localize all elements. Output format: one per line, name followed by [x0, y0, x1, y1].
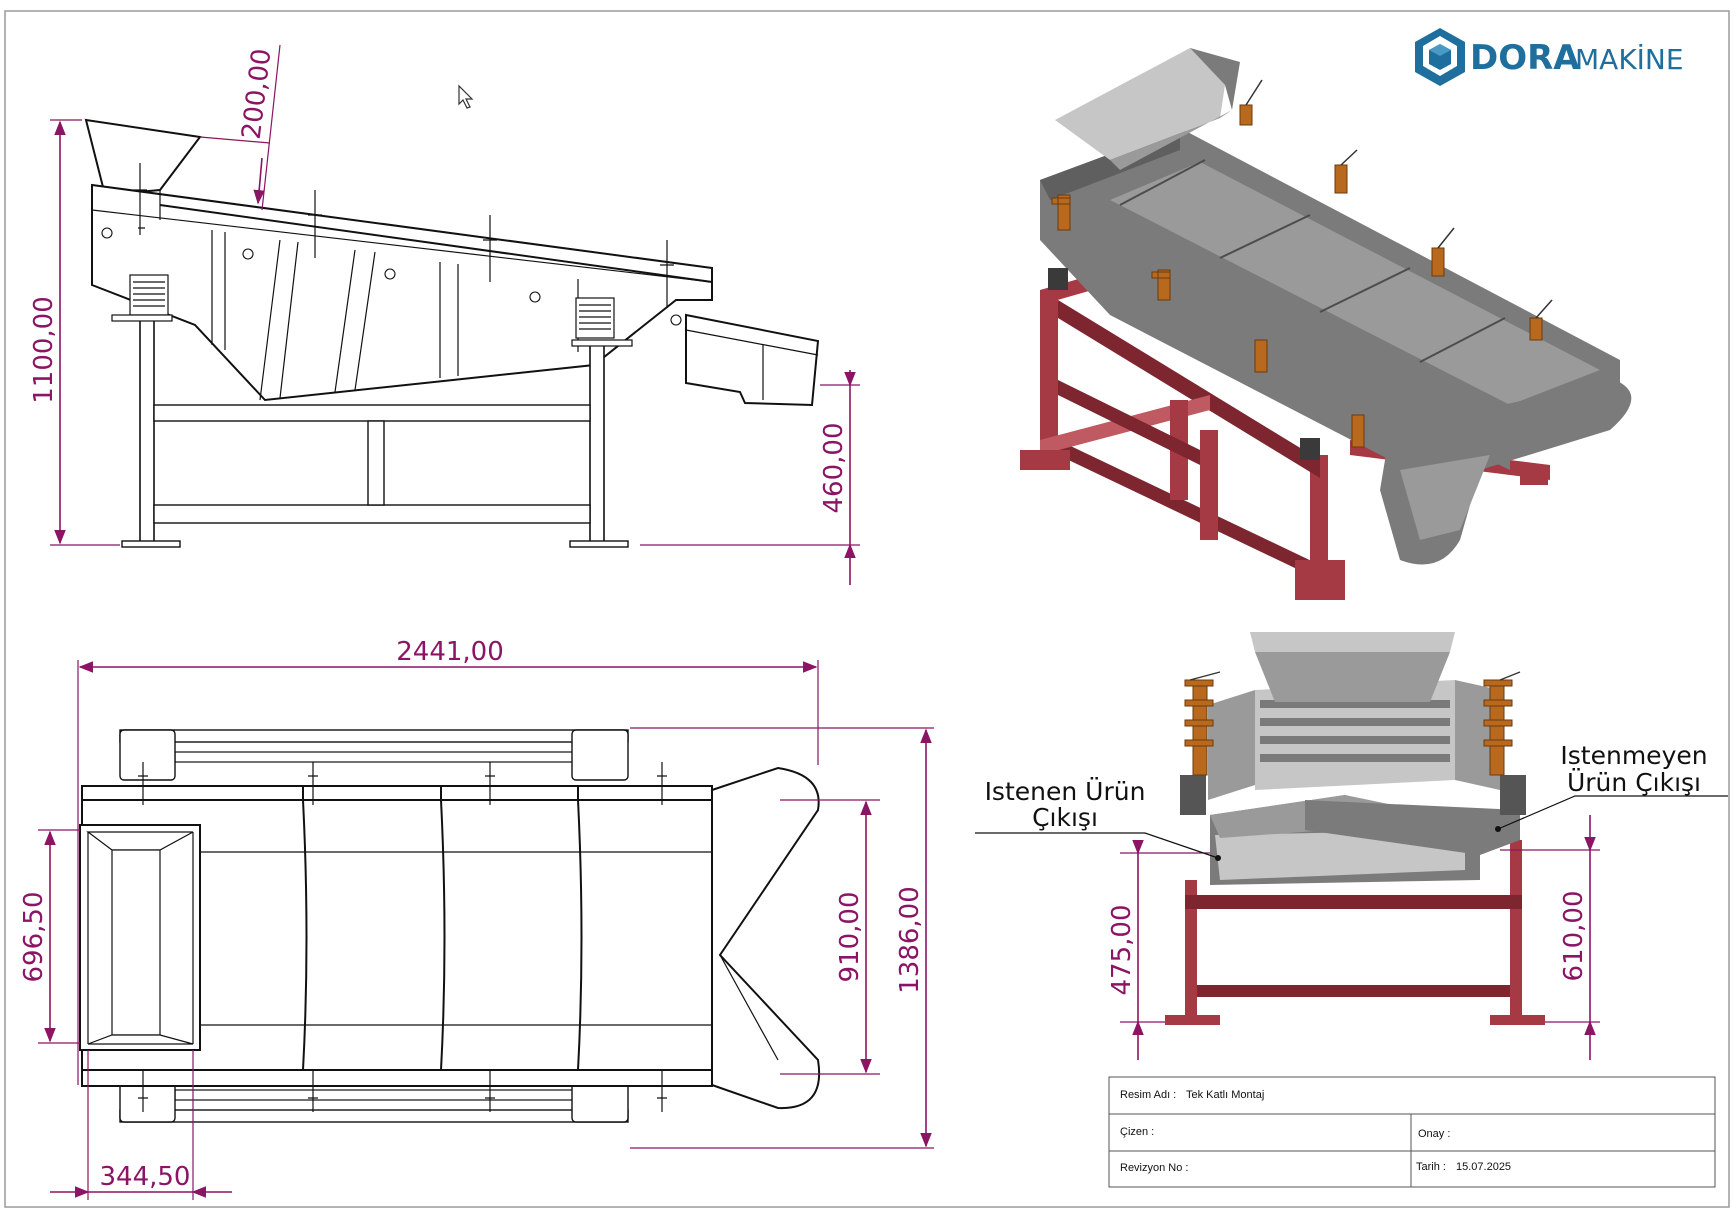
dim-inner-width: 910,00	[835, 892, 865, 983]
title-block-name-value: Tek Katlı Montaj	[1186, 1089, 1264, 1101]
side-view-drawing	[84, 118, 820, 548]
top-view-dimensions: 2441,00 696,50 910,00 1386,00 344,50	[19, 637, 934, 1200]
front-view-dimensions: 475,00 610,00 Istenen Ürün Çıkışı Istenm…	[975, 741, 1728, 1060]
logo-word-makine: MAKİNE	[1575, 43, 1684, 76]
callout-right-line2: Ürün Çıkışı	[1567, 768, 1701, 797]
front-view-3d	[1165, 632, 1545, 1025]
front-clamps	[1184, 679, 1513, 776]
callout-left-line1: Istenen Ürün	[985, 777, 1146, 806]
sheet-border	[4, 10, 1730, 1208]
dora-logo-cube-icon	[1415, 28, 1465, 86]
title-block-date-value: 15.07.2025	[1456, 1161, 1511, 1173]
logo-word-dora: DORA	[1470, 38, 1580, 78]
title-block: Resim Adı : Tek Katlı Montaj Çizen : Ona…	[1108, 1076, 1716, 1188]
title-block-drawn-label: Çizen :	[1120, 1126, 1154, 1138]
callout-right-line1: Istenmeyen	[1560, 741, 1707, 770]
dim-left-outlet: 475,00	[1107, 905, 1137, 996]
isometric-3d-view	[1020, 48, 1632, 600]
title-block-name-label: Resim Adı :	[1120, 1089, 1176, 1101]
top-view-drawing	[79, 729, 821, 1123]
dim-hopper-offset: 344,50	[100, 1162, 191, 1192]
dim-right-outlet: 610,00	[1559, 891, 1589, 982]
title-block-revision-label: Revizyon No :	[1120, 1162, 1188, 1174]
dim-hopper-width: 696,50	[19, 892, 49, 983]
dim-length: 2441,00	[396, 637, 504, 667]
dim-total-width: 1386,00	[895, 886, 925, 994]
side-view-dimensions: 1100,00 200,00 460,00	[29, 44, 860, 585]
clamps-orange	[1051, 104, 1543, 448]
mouse-cursor-icon	[458, 84, 474, 109]
dim-outlet-height: 460,00	[819, 423, 849, 514]
title-block-approval-label: Onay :	[1418, 1128, 1450, 1140]
dim-total-height: 1100,00	[29, 296, 59, 404]
dora-logo: DORA MAKİNE	[1415, 28, 1684, 86]
callout-left-line2: Çıkışı	[1032, 803, 1098, 832]
title-block-date-label: Tarih :	[1416, 1161, 1446, 1173]
